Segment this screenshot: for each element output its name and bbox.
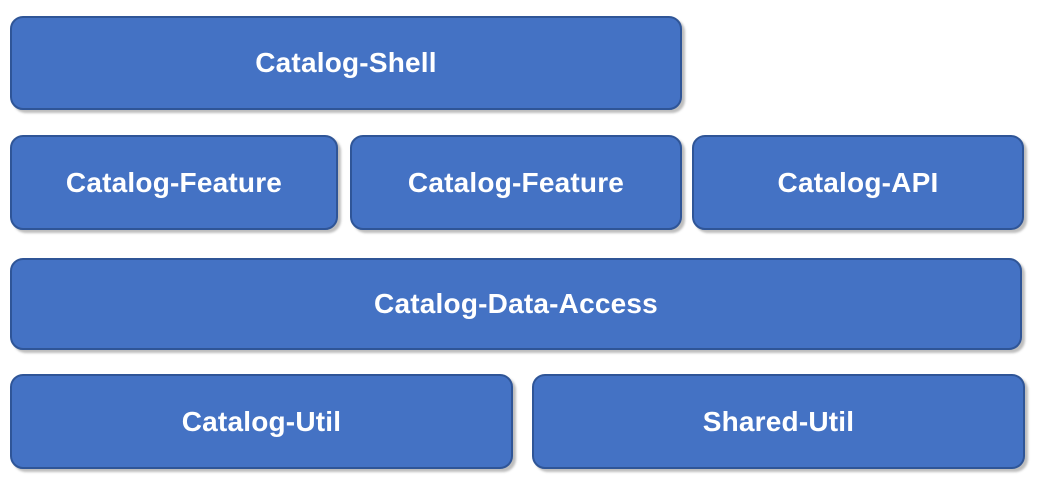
node-catalog-feature-1: Catalog-Feature (10, 135, 338, 230)
node-catalog-shell-label: Catalog-Shell (255, 47, 437, 78)
node-catalog-feature-2: Catalog-Feature (350, 135, 682, 230)
node-catalog-util-label: Catalog-Util (181, 405, 342, 437)
node-catalog-shell: Catalog-Shell (10, 16, 682, 110)
node-catalog-feature-1-label: Catalog-Feature (65, 166, 283, 198)
node-catalog-data-access: Catalog-Data-Access (10, 258, 1022, 350)
node-shared-util-label: Shared-Util (702, 405, 855, 437)
node-catalog-data-access-label: Catalog-Data-Access (374, 288, 658, 319)
node-catalog-api-label: Catalog-API (777, 166, 939, 198)
node-catalog-feature-2-label: Catalog-Feature (407, 166, 625, 198)
node-shared-util: Shared-Util (532, 374, 1025, 469)
node-catalog-util: Catalog-Util (10, 374, 513, 469)
node-catalog-api: Catalog-API (692, 135, 1024, 230)
